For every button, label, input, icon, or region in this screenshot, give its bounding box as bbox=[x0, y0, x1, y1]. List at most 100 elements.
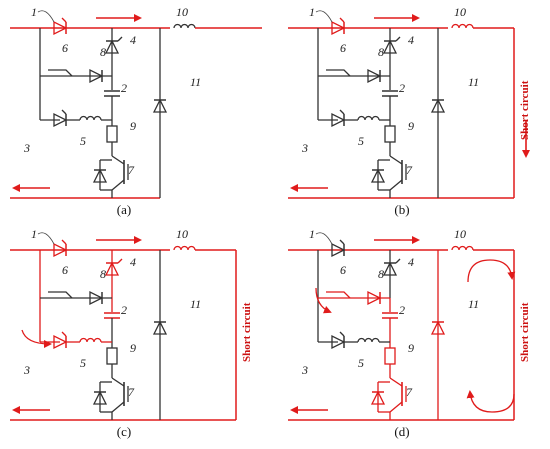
thyristor-4-bar-hook bbox=[117, 36, 123, 42]
igbt-7 bbox=[370, 155, 407, 198]
label-leader bbox=[315, 232, 333, 245]
thyristor-3-bar-hook bbox=[339, 109, 345, 115]
diode-11-body bbox=[152, 320, 168, 335]
thyristor-1-body bbox=[331, 242, 346, 258]
label-7: 7 bbox=[406, 385, 413, 399]
diode-11 bbox=[152, 98, 168, 113]
thyristor-1-body bbox=[53, 20, 68, 36]
thyristor-3 bbox=[53, 109, 68, 128]
label-9: 9 bbox=[408, 119, 414, 133]
label-8: 8 bbox=[378, 45, 384, 59]
label-11: 11 bbox=[190, 75, 201, 89]
label-3: 3 bbox=[301, 363, 308, 377]
diode-8 bbox=[89, 68, 104, 84]
igbt-7-emitter bbox=[111, 401, 125, 413]
resistor-9 bbox=[106, 125, 118, 143]
label-leader bbox=[37, 10, 55, 23]
igbt-7-collector bbox=[389, 155, 403, 165]
label-11: 11 bbox=[468, 75, 479, 89]
diode-7 bbox=[370, 168, 386, 183]
thyristor-4-body bbox=[382, 261, 398, 276]
label-2: 2 bbox=[399, 303, 405, 317]
inductor-10 bbox=[173, 245, 196, 251]
label-1: 1 bbox=[31, 5, 37, 19]
diode-7 bbox=[370, 390, 386, 405]
label-5: 5 bbox=[358, 134, 364, 148]
label-10: 10 bbox=[454, 227, 466, 241]
thyristor-4 bbox=[382, 258, 401, 276]
label-1: 1 bbox=[309, 5, 315, 19]
switch-6 bbox=[326, 291, 351, 299]
thyristor-3-bar-hook bbox=[61, 331, 67, 337]
label-2: 2 bbox=[121, 303, 127, 317]
igbt-7-collector bbox=[111, 377, 125, 387]
inductor-5 bbox=[357, 337, 380, 343]
current-arrow-curved bbox=[21, 329, 52, 348]
diode-8 bbox=[367, 68, 382, 84]
inductor-10 bbox=[451, 23, 474, 29]
thyristor-1 bbox=[53, 239, 68, 258]
diode-11-body bbox=[152, 98, 168, 113]
thyristor-1-bar-hook bbox=[61, 17, 67, 23]
igbt-7 bbox=[92, 377, 129, 420]
label-7: 7 bbox=[406, 163, 413, 177]
resistor-9 bbox=[106, 347, 118, 365]
loop-arrow-bottom bbox=[466, 390, 515, 413]
short-circuit-label: Short circuit bbox=[519, 80, 531, 140]
label-6: 6 bbox=[62, 41, 68, 55]
igbt-7-emitter bbox=[389, 179, 403, 191]
resistor-9 bbox=[384, 347, 396, 365]
thyristor-3-bar-hook bbox=[339, 331, 345, 337]
igbt-7 bbox=[370, 377, 407, 420]
label-5: 5 bbox=[80, 134, 86, 148]
label-leader bbox=[37, 232, 55, 245]
label-6: 6 bbox=[340, 263, 346, 277]
panel-caption: (a) bbox=[117, 202, 131, 217]
diode-8-body bbox=[89, 68, 104, 84]
diode-11 bbox=[430, 98, 446, 113]
inductor-5 bbox=[357, 115, 380, 121]
label-7: 7 bbox=[128, 163, 135, 177]
diode-8-body bbox=[367, 290, 382, 306]
label-4: 4 bbox=[408, 33, 414, 47]
label-3: 3 bbox=[23, 141, 30, 155]
igbt-7-collector bbox=[111, 155, 125, 165]
label-9: 9 bbox=[130, 119, 136, 133]
diode-8 bbox=[367, 290, 382, 306]
igbt-7-emitter bbox=[111, 179, 125, 191]
thyristor-1 bbox=[331, 239, 346, 258]
label-11: 11 bbox=[190, 297, 201, 311]
switch-6 bbox=[326, 69, 351, 77]
igbt-7 bbox=[92, 155, 129, 198]
label-4: 4 bbox=[130, 255, 136, 269]
thyristor-4-bar-hook bbox=[395, 258, 401, 264]
label-3: 3 bbox=[301, 141, 308, 155]
label-10: 10 bbox=[454, 5, 466, 19]
thyristor-1-body bbox=[331, 20, 346, 36]
short-circuit-label: Short circuit bbox=[519, 302, 531, 362]
label-3: 3 bbox=[23, 363, 30, 377]
thyristor-1-bar-hook bbox=[339, 17, 345, 23]
label-11: 11 bbox=[468, 297, 479, 311]
thyristor-4-body bbox=[104, 261, 120, 276]
thyristor-3-body bbox=[53, 112, 68, 128]
switch-6 bbox=[48, 69, 73, 77]
igbt-7-collector bbox=[389, 377, 403, 387]
label-10: 10 bbox=[176, 227, 188, 241]
label-2: 2 bbox=[121, 81, 127, 95]
thyristor-1-bar-hook bbox=[339, 239, 345, 245]
diode-8-body bbox=[89, 290, 104, 306]
diode-7 bbox=[92, 168, 108, 183]
igbt-7-emitter bbox=[389, 401, 403, 413]
label-6: 6 bbox=[62, 263, 68, 277]
loop-arrow-top bbox=[467, 259, 516, 283]
current-arrow-switch-6 bbox=[315, 287, 332, 314]
label-4: 4 bbox=[130, 33, 136, 47]
thyristor-4-body bbox=[104, 39, 120, 54]
label-8: 8 bbox=[378, 267, 384, 281]
label-5: 5 bbox=[358, 356, 364, 370]
